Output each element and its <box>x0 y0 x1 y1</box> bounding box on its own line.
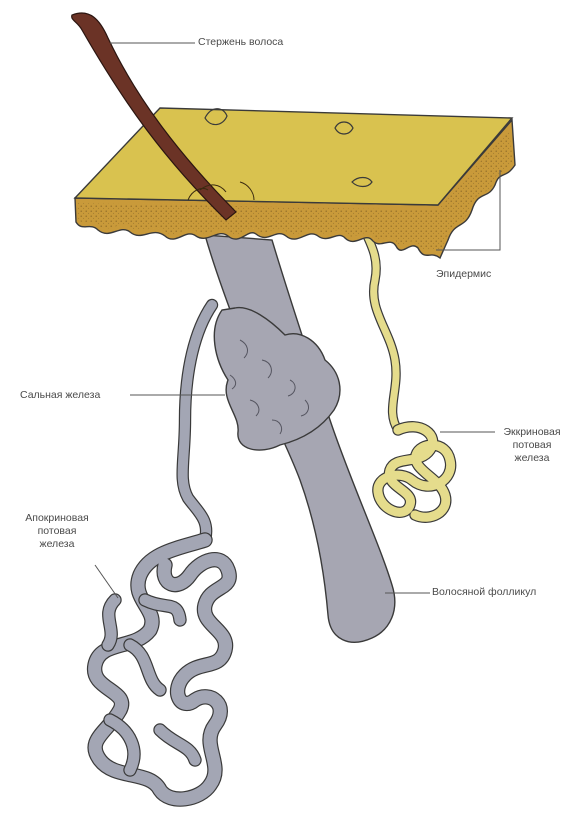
label-apocrine-gland: Апокриновая потовая железа <box>14 512 100 551</box>
label-hair-shaft: Стержень волоса <box>198 36 283 49</box>
label-sebaceous-gland: Сальная железа <box>20 389 100 402</box>
label-eccrine-gland: Эккриновая потовая железа <box>496 426 568 465</box>
label-epidermis: Эпидермис <box>436 268 491 281</box>
apocrine-gland-coil <box>95 305 230 799</box>
label-apocrine-line-1: Апокриновая <box>14 512 100 525</box>
label-hair-follicle: Волосяной фолликул <box>432 586 536 599</box>
label-eccrine-line-3: железа <box>496 452 568 465</box>
label-apocrine-line-3: железа <box>14 538 100 551</box>
leader-apocrine <box>95 565 118 598</box>
label-eccrine-line-2: потовая <box>496 439 568 452</box>
label-eccrine-line-1: Эккриновая <box>496 426 568 439</box>
label-apocrine-line-2: потовая <box>14 525 100 538</box>
epidermis-block <box>75 108 515 258</box>
